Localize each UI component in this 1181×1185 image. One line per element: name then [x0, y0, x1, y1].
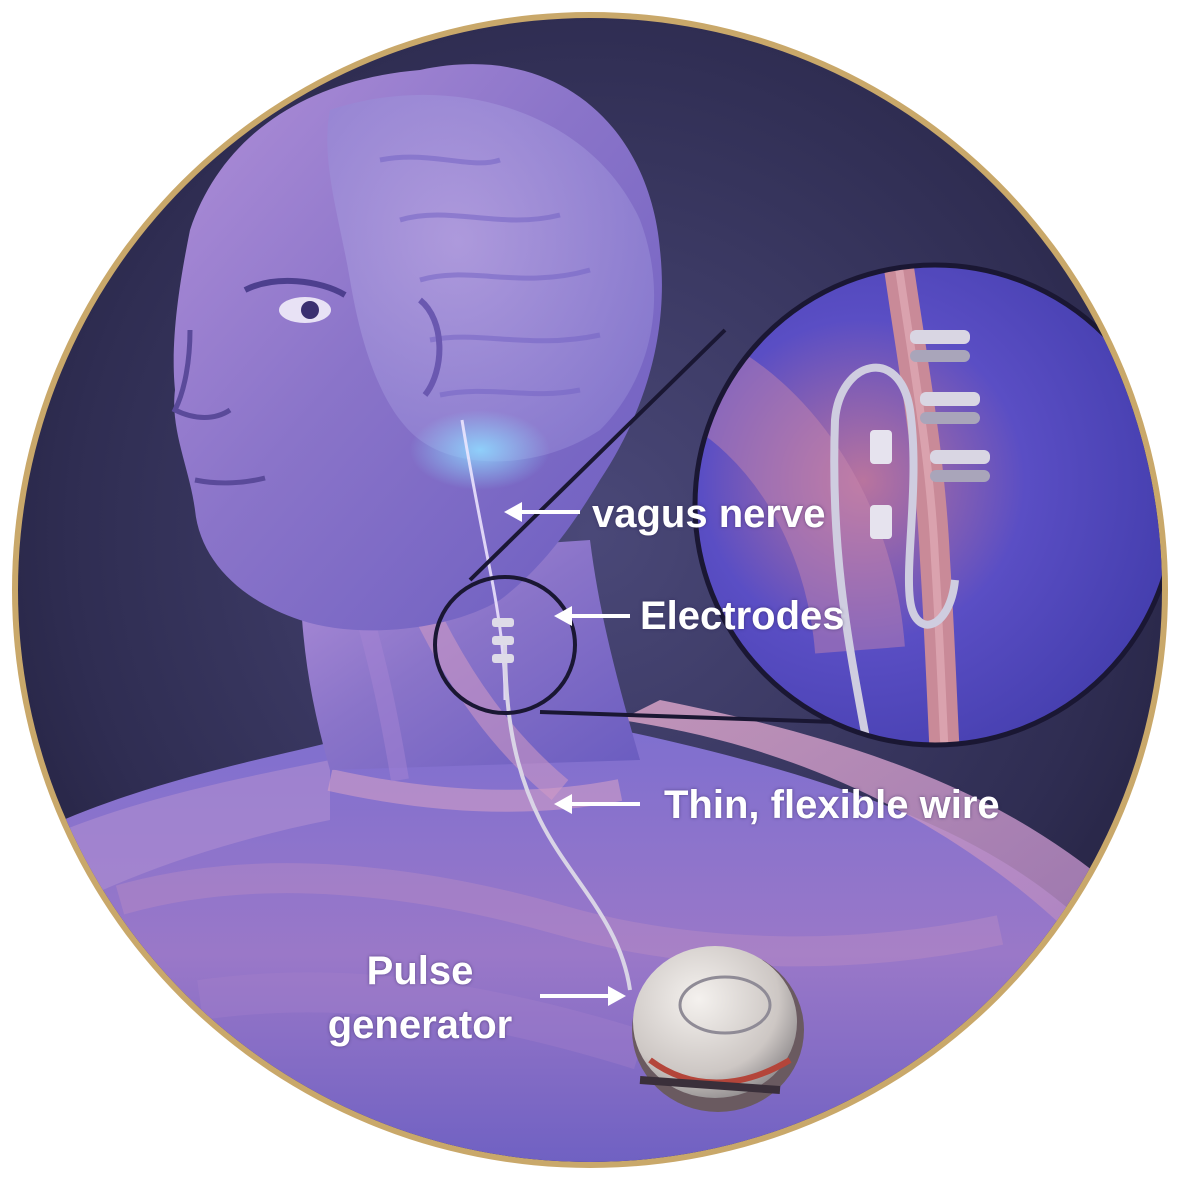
label-electrodes: Electrodes	[640, 596, 845, 636]
pupil	[301, 301, 319, 319]
label-pulse-line1: Pulse	[300, 944, 540, 998]
label-vagus-nerve: vagus nerve	[592, 494, 825, 534]
small-electrodes	[492, 618, 514, 663]
label-wire: Thin, flexible wire	[664, 785, 1000, 825]
brainstem-glow	[410, 410, 550, 490]
label-pulse-line2: generator	[300, 998, 540, 1052]
label-pulse-generator: Pulse generator	[300, 944, 540, 1052]
